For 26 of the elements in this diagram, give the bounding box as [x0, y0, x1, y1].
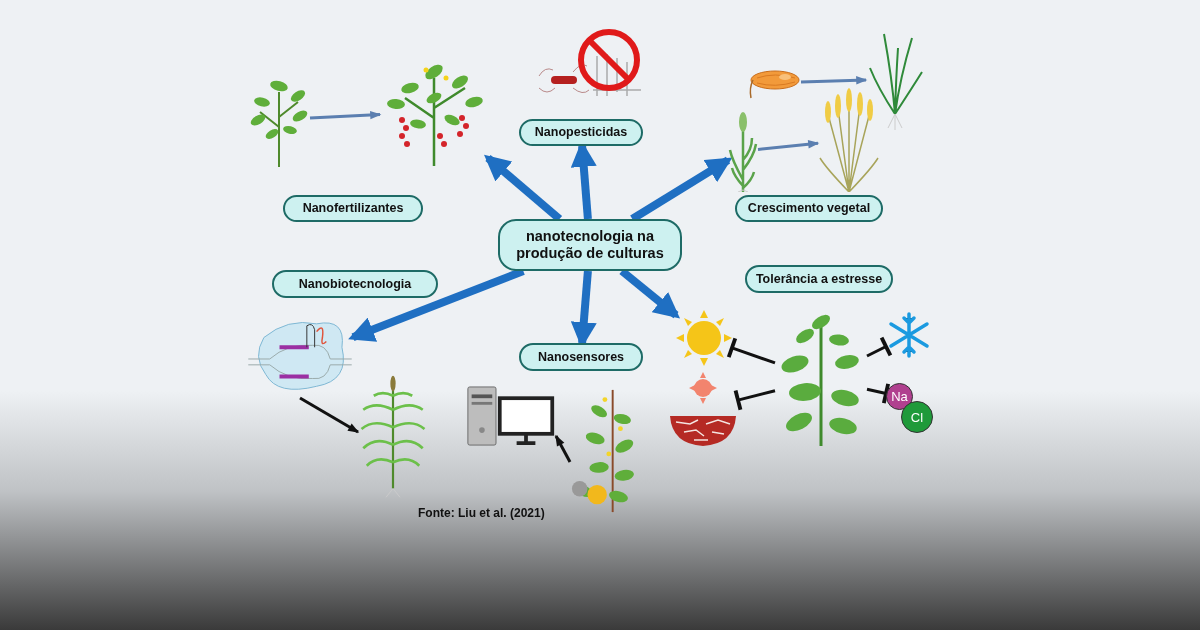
central-topic-box: nanotecnologia na produção de culturas	[498, 219, 682, 271]
inhibition-line	[733, 388, 776, 412]
mature-wheat-drawing	[818, 88, 880, 192]
topic-box: Nanosensores	[519, 343, 643, 371]
young-wheat-drawing	[728, 110, 758, 192]
arrow	[309, 110, 382, 120]
topic-box: Nanopesticidas	[519, 119, 643, 146]
inhibition-line	[726, 336, 776, 365]
topic-box: Nanobiotecnologia	[272, 270, 438, 298]
cucumber-plant-drawing	[570, 388, 634, 514]
topic-box: Tolerância a estresse	[745, 265, 893, 293]
arrow	[757, 140, 820, 151]
dry-soil-sun-drawing	[668, 372, 738, 446]
source-note: Fonte: Liu et al. (2021)	[418, 506, 545, 520]
inhibition-line	[866, 381, 891, 406]
snowflake-icon	[886, 312, 932, 358]
computer-icon	[466, 383, 556, 449]
arrow	[554, 434, 572, 463]
ion-circle: Cl	[901, 401, 933, 433]
ion-circle: Na	[886, 383, 913, 410]
topic-box: Crescimento vegetal	[735, 195, 883, 222]
arrow	[800, 76, 868, 85]
sun-icon	[676, 310, 732, 366]
topic-box: Nanofertilizantes	[283, 195, 423, 222]
inhibition-line	[866, 335, 893, 358]
arrow	[299, 396, 360, 434]
